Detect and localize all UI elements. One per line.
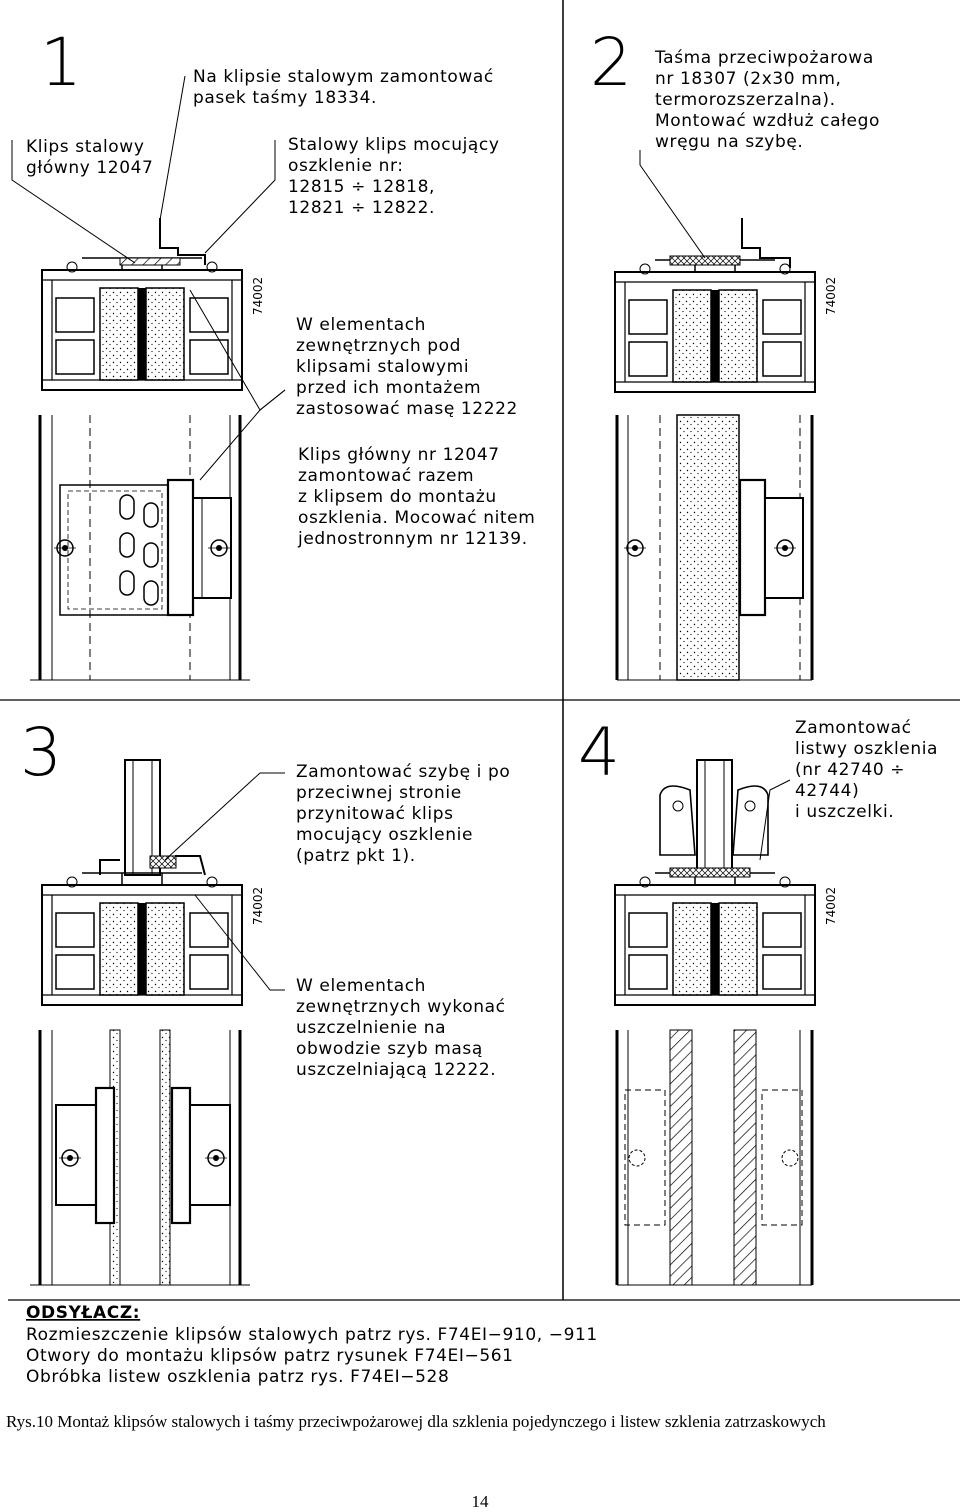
panel-3-note-1-line: mocujący oszklenie: [296, 825, 473, 845]
panel-1-note-5-line: oszklenia. Mocować nitem: [298, 508, 535, 528]
panel-3-note-1-line: (patrz pkt 1).: [296, 846, 416, 866]
panel-3-note-2-line: uszczelniającą 12222.: [296, 1060, 496, 1080]
panel-3-drawing: [30, 759, 285, 1286]
panel-1-note-5-line: z klipsem do montażu: [298, 487, 497, 507]
panel-2-note-1-line: Taśma przeciwpożarowa: [654, 48, 874, 68]
panel-2-note-1-line: nr 18307 (2x30 mm,: [655, 69, 842, 89]
panel-1-note-3-line: 12821 ÷ 12822.: [288, 198, 435, 218]
step-number-4: 4: [578, 714, 620, 791]
panel-4-note-1-line: Zamontować: [795, 718, 912, 738]
step-number-3: 3: [20, 714, 62, 791]
panel-1-note-4-line: klipsami stalowymi: [296, 357, 469, 377]
reference-line: Otwory do montażu klipsów patrz rysunek …: [26, 1346, 514, 1366]
panel-1-note-1-line: Na klipsie stalowym zamontować: [193, 67, 494, 87]
reference-title: ODSYŁACZ:: [26, 1303, 140, 1323]
panel-1-note-4-line: przed ich montażem: [296, 378, 481, 398]
panel-2-drawing: [614, 150, 816, 681]
panel-3-note-2-line: W elementach: [296, 976, 426, 996]
panel-4-note-1-line: i uszczelki.: [795, 802, 894, 822]
profile-code-label: 74002: [251, 887, 265, 925]
step-number-1: 1: [40, 24, 82, 101]
panel-3-note-2-line: uszczelnienie na: [296, 1018, 446, 1038]
panel-2-note-1-line: termorozszerzalna).: [655, 90, 836, 110]
panel-4-drawing: [614, 759, 816, 1286]
panel-1-note-4-line: zastosować masę 12222: [296, 399, 518, 419]
panel-4-note-1-line: listwy oszklenia: [795, 739, 938, 759]
figure-caption: Rys.10 Montaż klipsów stalowych i taśmy …: [6, 1412, 826, 1431]
panel-1-note-5-line: zamontować razem: [298, 466, 474, 486]
annotation-texts: 1 74002 Na klipsie stalowym zamontowaćpase…: [20, 24, 938, 1387]
panel-1-note-2-line: Klips stalowy: [26, 137, 144, 157]
panel-1-note-5-line: Klips główny nr 12047: [298, 445, 500, 465]
panel-1-note-4-line: zewnętrznych pod: [296, 336, 461, 356]
panel-1-note-1-line: pasek taśmy 18334.: [193, 88, 377, 108]
panel-1-note-5-line: jednostronnym nr 12139.: [297, 529, 528, 549]
reference-line: Rozmieszczenie klipsów stalowych patrz r…: [26, 1325, 598, 1345]
panel-3-note-2-line: obwodzie szyb masą: [296, 1039, 483, 1059]
profile-code-label: 74002: [824, 887, 838, 925]
panel-3-note-1-line: Zamontować szybę i po: [296, 762, 510, 782]
panel-3-note-2-line: zewnętrznych wykonać: [296, 997, 506, 1017]
profile-code-label: 74002: [251, 277, 265, 315]
panel-1-note-3-line: Stalowy klips mocujący: [288, 135, 500, 155]
panel-4-note-1-line: (nr 42740 ÷: [795, 760, 905, 780]
panel-4-note-1-line: 42744): [795, 781, 859, 801]
technical-drawing: 1 74002 Na klipsie stalowym zamontowaćpase…: [0, 0, 960, 1387]
panel-3-note-1-line: przeciwnej stronie: [296, 783, 462, 803]
panel-1-drawing: [11, 75, 286, 681]
step-number-2: 2: [590, 24, 632, 101]
panel-1-note-3-line: 12815 ÷ 12818,: [288, 177, 435, 197]
panel-1-note-4-line: W elementach: [296, 315, 426, 335]
panel-1-note-2-line: główny 12047: [26, 158, 153, 178]
page-number: 14: [471, 1492, 489, 1511]
profile-code-label: 74002: [824, 277, 838, 315]
panel-3-note-1-line: przynitować klips: [296, 804, 454, 824]
panel-2-note-1-line: wręgu na szybę.: [655, 132, 803, 152]
panel-1-note-3-line: oszklenie nr:: [288, 156, 404, 176]
reference-line: Obróbka listew oszklenia patrz rys. F74E…: [26, 1367, 449, 1387]
panel-2-note-1-line: Montować wzdłuż całego: [655, 111, 880, 131]
